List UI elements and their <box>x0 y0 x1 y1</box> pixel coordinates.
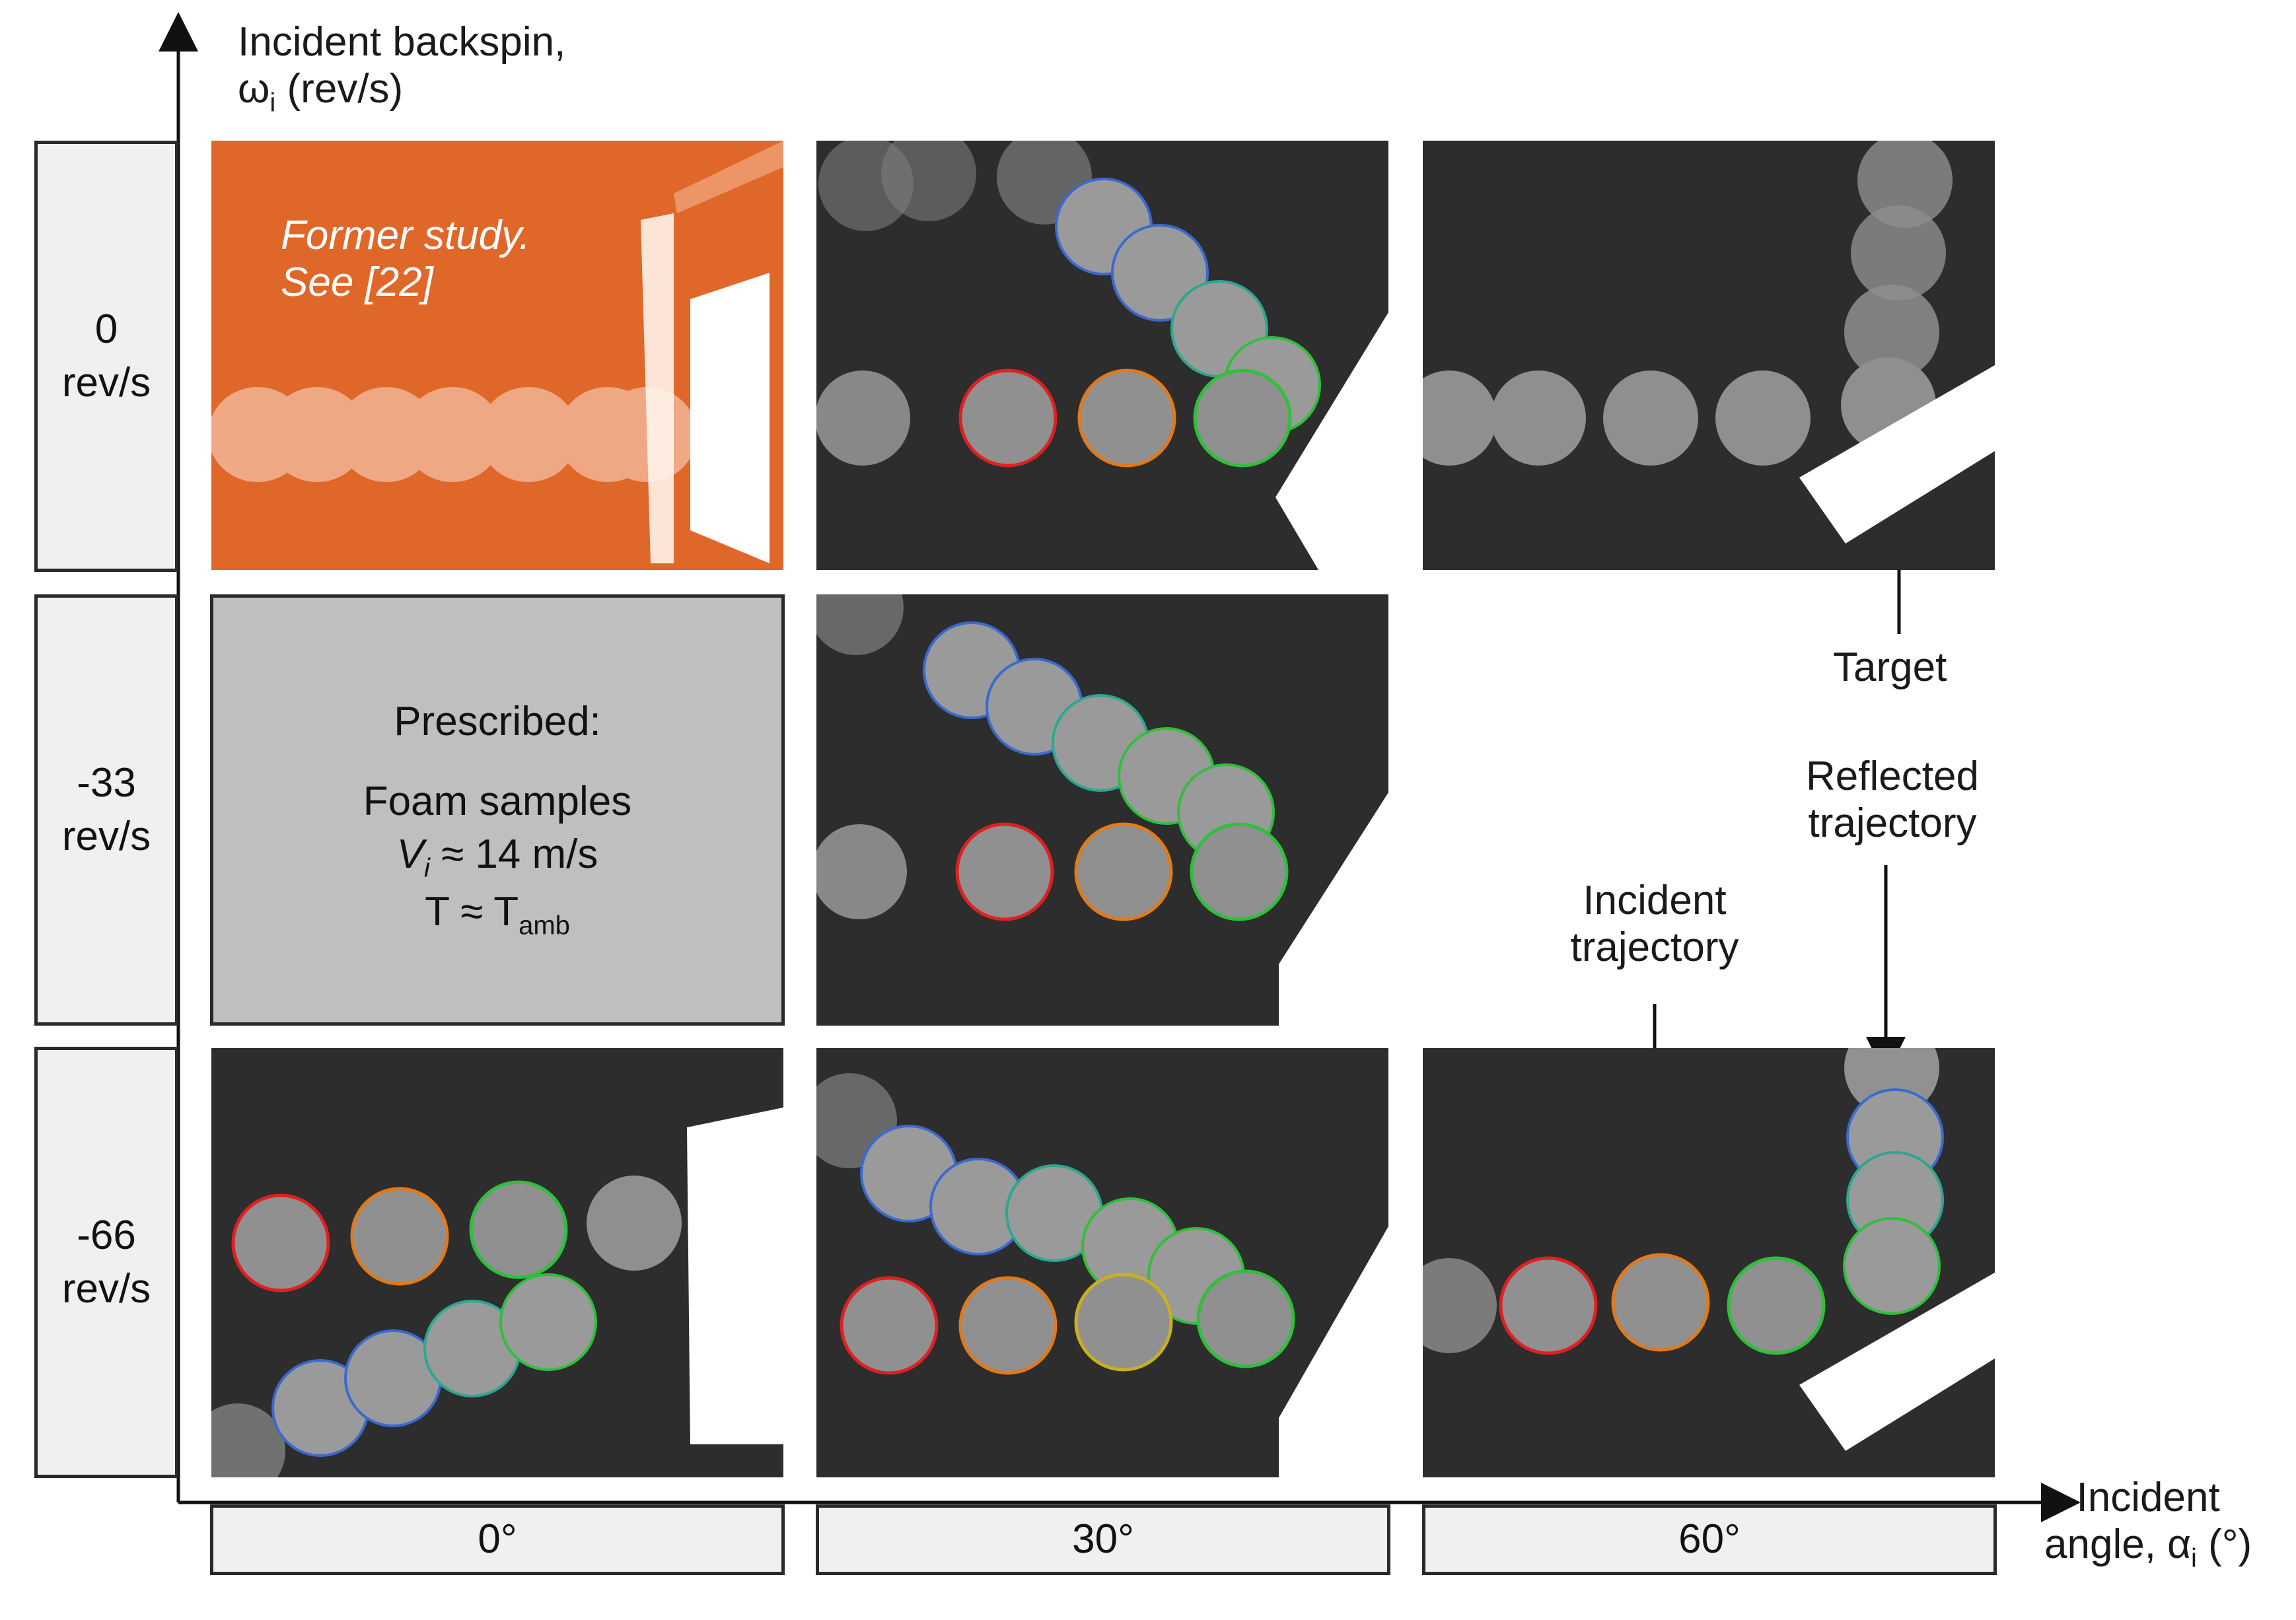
col-label-text: 60° <box>1678 1516 1740 1563</box>
col-label-text: 30° <box>1072 1516 1134 1563</box>
row-label-0: 0 rev/s <box>34 141 178 572</box>
incident-trajectory-label: Incident trajectory <box>1556 877 1754 971</box>
row-label-unit: rev/s <box>61 359 151 405</box>
y-axis-title-line1: Incident backspin, <box>238 19 566 65</box>
reflected-line1: Reflected <box>1806 754 1979 799</box>
velocity-symbol: V <box>396 831 424 878</box>
prescribed-title: Prescribed: <box>394 699 601 744</box>
photo-r1-c1 <box>816 594 1388 1026</box>
ball-trajectory-image <box>816 1048 1388 1477</box>
photo-r0-c2 <box>1423 141 1995 570</box>
prescribed-line1: Foam samples <box>363 778 632 824</box>
x-axis-prefix: angle, <box>2044 1522 2168 1568</box>
former-study-text: Former study. See [22] <box>281 212 530 306</box>
ball-trajectory-image <box>816 594 1388 1026</box>
target-label: Target <box>1833 645 1947 690</box>
photo-r0-c1 <box>816 141 1388 570</box>
x-axis-unit: (°) <box>2196 1522 2252 1568</box>
prescribed-velocity: Vi ≈ 14 m/s <box>213 828 781 885</box>
row-label-value: 0 <box>94 306 118 352</box>
col-label-text: 0° <box>478 1516 517 1563</box>
ball-trajectory-image <box>816 141 1388 570</box>
x-axis-title: Incident angle, αi (°) <box>2044 1474 2252 1574</box>
row-label-value: -66 <box>77 1212 136 1258</box>
incident-line1: Incident <box>1583 878 1727 923</box>
incident-line2: trajectory <box>1570 925 1739 971</box>
x-axis-symbol: α <box>2167 1522 2191 1568</box>
y-axis-title: Incident backspin, ωi (rev/s) <box>238 18 565 118</box>
x-axis-title-line1: Incident <box>2076 1475 2220 1520</box>
col-label-2: 60° <box>1422 1504 1997 1575</box>
temperature-prefix: T ≈ T <box>425 888 519 934</box>
ball-trajectory-image <box>1423 1048 1995 1477</box>
photo-r2-c0 <box>211 1048 783 1477</box>
y-axis-unit: (rev/s) <box>275 66 404 112</box>
prescribed-panel: Prescribed: Foam samples Vi ≈ 14 m/s T ≈… <box>210 594 785 1026</box>
ball-trajectory-image <box>211 1048 783 1477</box>
row-label-1: -33 rev/s <box>34 594 178 1026</box>
reflected-line2: trajectory <box>1808 800 1977 847</box>
col-label-0: 0° <box>210 1504 785 1575</box>
row-label-unit: rev/s <box>61 1265 151 1312</box>
row-label-2: -66 rev/s <box>34 1047 178 1478</box>
velocity-value: ≈ 14 m/s <box>429 831 598 878</box>
former-study-image <box>211 141 783 570</box>
former-study-line2: See [22] <box>281 260 433 306</box>
row-label-unit: rev/s <box>61 813 151 859</box>
photo-r2-c1 <box>816 1048 1388 1477</box>
y-axis-title-line2: ωi (rev/s) <box>238 65 565 118</box>
col-label-1: 30° <box>816 1504 1390 1575</box>
row-label-value: -33 <box>77 759 136 806</box>
ball-trajectory-image <box>1423 141 1995 570</box>
velocity-subscript: i <box>423 853 430 883</box>
y-axis-symbol: ω <box>238 66 270 112</box>
x-axis-subscript: i <box>2191 1543 2197 1573</box>
y-axis-subscript: i <box>269 88 276 118</box>
photo-r2-c2 <box>1423 1048 1995 1477</box>
former-study-line1: Former study. <box>281 213 530 258</box>
x-axis-title-line2: angle, αi (°) <box>2044 1521 2252 1573</box>
prescribed-temperature: T ≈ Tamb <box>213 886 781 942</box>
temperature-subscript: amb <box>519 910 570 940</box>
photo-former-study: Former study. See [22] <box>211 141 783 570</box>
reflected-trajectory-label: Reflected trajectory <box>1793 753 1991 847</box>
